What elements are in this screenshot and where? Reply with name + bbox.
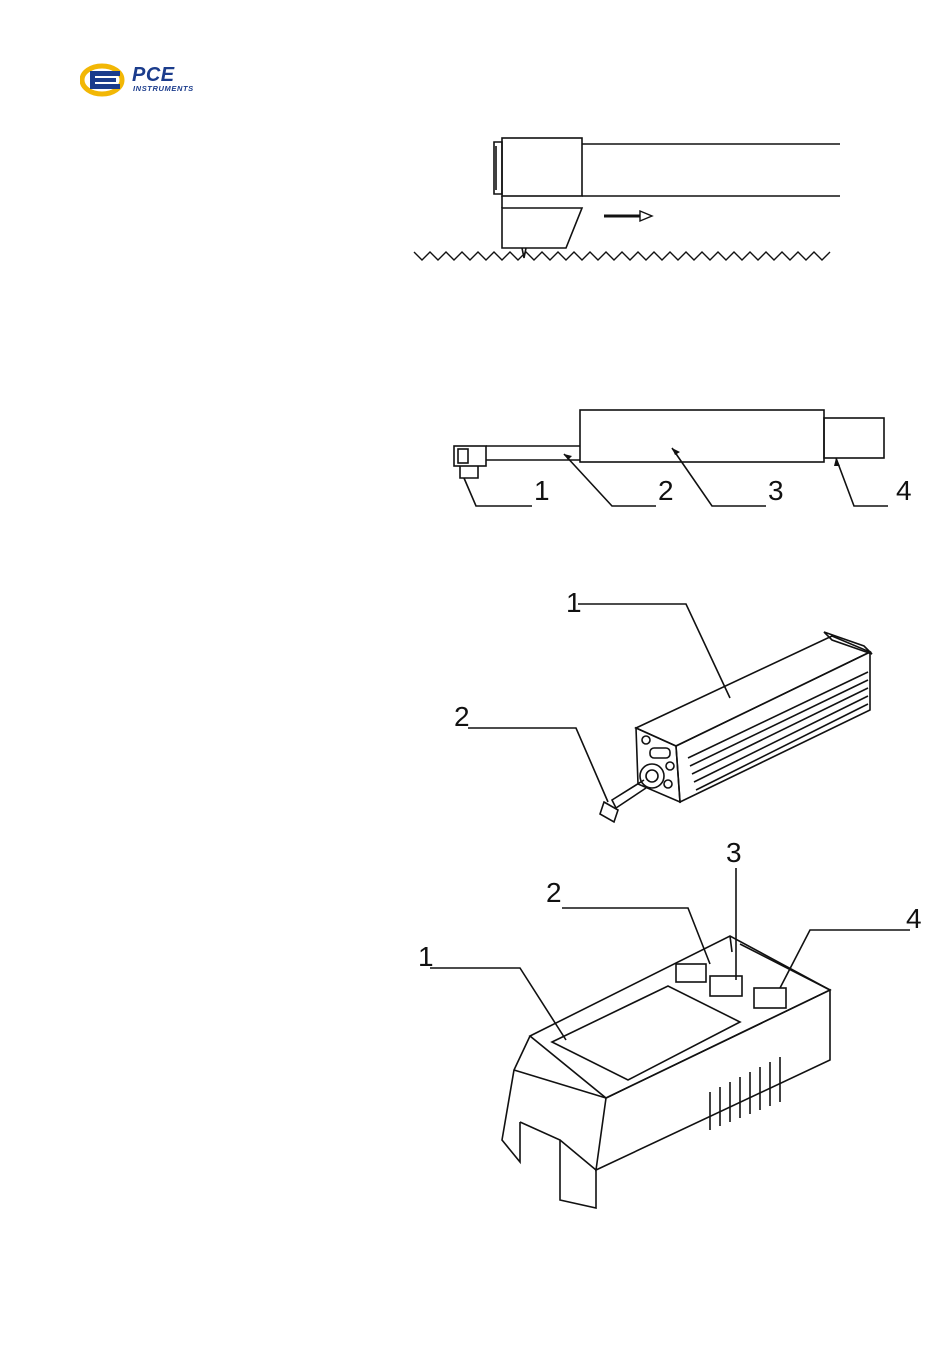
callout-sensor-2: 2 bbox=[454, 701, 470, 732]
probe-motion-figure bbox=[410, 130, 840, 270]
callout-probe-4: 4 bbox=[896, 475, 912, 506]
callout-main-1: 1 bbox=[418, 941, 434, 972]
probe-parts-figure: 1 2 3 4 bbox=[440, 400, 930, 520]
brand-logo: PCE INSTRUMENTS bbox=[80, 62, 220, 102]
callout-main-2: 2 bbox=[546, 877, 562, 908]
brand-subtitle: INSTRUMENTS bbox=[133, 84, 194, 93]
pce-logo-icon bbox=[80, 62, 130, 102]
callout-main-4: 4 bbox=[906, 903, 922, 934]
sensor-unit-figure: 1 2 bbox=[440, 580, 900, 840]
right-arrow-icon bbox=[604, 211, 652, 221]
callout-probe-2: 2 bbox=[658, 475, 674, 506]
rough-surface bbox=[414, 252, 830, 260]
callout-main-3: 3 bbox=[726, 840, 742, 868]
main-unit-figure: 1 2 3 4 bbox=[410, 840, 930, 1220]
callout-probe-3: 3 bbox=[768, 475, 784, 506]
callout-sensor-1: 1 bbox=[566, 587, 582, 618]
callout-probe-1: 1 bbox=[534, 475, 550, 506]
